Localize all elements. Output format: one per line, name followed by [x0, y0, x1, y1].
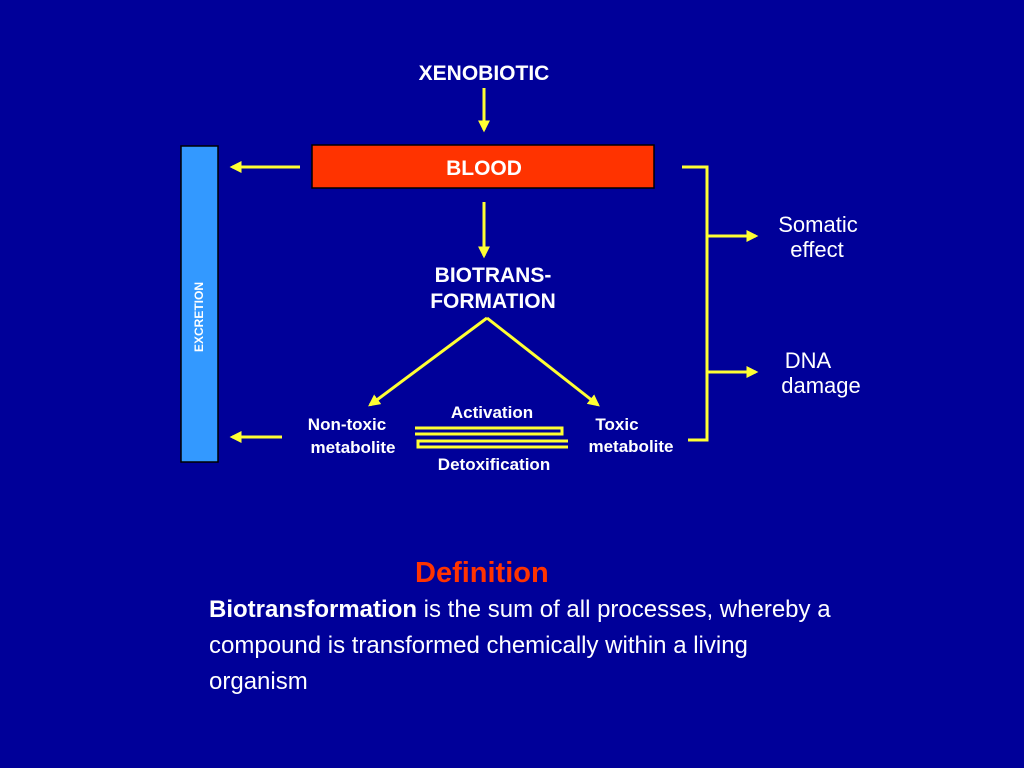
blood-label: BLOOD: [446, 157, 522, 180]
definition-body: is the sum of all processes, whereby a c…: [209, 596, 831, 695]
dna-damage-line2: damage: [781, 373, 861, 398]
biotransformation-label-line1: BIOTRANS-: [435, 264, 552, 287]
detoxification-label: Detoxification: [438, 455, 550, 474]
arrow-biotransformation-to-toxic: [486, 316, 600, 407]
nontoxic-metabolite-line2: metabolite: [310, 438, 395, 457]
definition-heading: Definition: [415, 557, 549, 589]
biotransformation-label-line2: FORMATION: [430, 290, 556, 313]
excretion-bar: EXCRETION: [180, 145, 219, 463]
toxic-metabolite-line2: metabolite: [588, 437, 673, 456]
dna-damage-line1: DNA: [785, 348, 832, 373]
excretion-label: EXCRETION: [192, 282, 206, 352]
arrow-biotransformation-to-nontoxic: [368, 316, 488, 407]
toxic-metabolite-line1: Toxic: [595, 415, 638, 434]
detoxification-arrow: [416, 439, 568, 449]
xenobiotic-label: XENOBIOTIC: [419, 62, 550, 85]
activation-arrow: [415, 426, 564, 436]
nontoxic-metabolite-line1: Non-toxic: [308, 415, 386, 434]
definition-text: Biotransformation is the sum of all proc…: [209, 592, 849, 700]
definition-term: Biotransformation: [209, 596, 418, 623]
blood-box: BLOOD: [311, 144, 655, 189]
somatic-effect-line1: Somatic: [778, 212, 857, 237]
effects-bracket: [682, 165, 709, 442]
somatic-effect-line2: effect: [790, 237, 843, 262]
definition-section: Definition Biotransformation is the sum …: [209, 554, 849, 700]
activation-label: Activation: [451, 403, 533, 422]
